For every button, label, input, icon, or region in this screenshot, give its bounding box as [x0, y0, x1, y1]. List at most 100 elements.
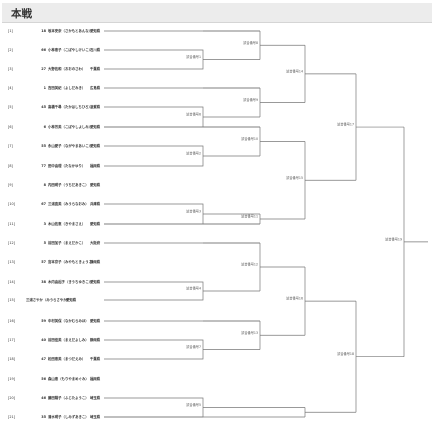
- entry-number: 57: [41, 259, 46, 264]
- entry-team: 愛知県: [90, 221, 101, 226]
- entry-seq: [20]: [8, 395, 15, 400]
- entry-number: 35: [41, 414, 46, 419]
- entry-seq: [11]: [8, 221, 15, 226]
- match-label: 試合番号11: [241, 214, 258, 219]
- entry-team: 愛知県: [90, 182, 101, 187]
- entry-seq: [18]: [8, 356, 15, 361]
- match-label: 試合番号17: [337, 122, 354, 127]
- entry-name: 木山佐恵（きやまさえ）: [48, 221, 86, 226]
- entry-team: 愛知県: [90, 124, 101, 129]
- entry-team: 福岡県: [90, 163, 101, 168]
- entry-number: 55: [41, 143, 46, 148]
- round1-connector: [104, 339, 204, 360]
- entry-seq: [4]: [8, 85, 13, 90]
- entry-seq: [13]: [8, 259, 15, 264]
- entry-seq: [21]: [8, 414, 15, 419]
- entry-number: 3: [43, 221, 46, 226]
- entry-name: 木内由起子（きうちゆきこ）: [48, 279, 93, 284]
- match-label: 試合番号14: [286, 68, 303, 73]
- round1-connector: [104, 397, 204, 418]
- entry-seq: [1]: [8, 28, 13, 33]
- entry-name: 三浦さやか（みうらさやか）: [26, 297, 71, 302]
- match-label: 試合番号7: [186, 344, 201, 349]
- entry-seq: [17]: [8, 337, 15, 342]
- entry-name: 大野佐和（おおのさわ）: [48, 66, 86, 71]
- match-label: 試合番号2: [186, 151, 201, 156]
- entry-name: 坂本安奈（さかもとあんな）: [48, 28, 93, 33]
- entry-number: 66: [41, 47, 46, 52]
- match-label: 試合番号6: [186, 112, 201, 117]
- page-title: 本戦: [11, 8, 32, 20]
- match-label: 試合番号19: [385, 236, 402, 241]
- entry-name: 高橋千尋（たかはしちひろ）: [48, 104, 92, 109]
- entry-team: 福岡県: [90, 376, 101, 381]
- entry-number: 8: [43, 182, 46, 187]
- entry-seq: [16]: [8, 318, 15, 323]
- entry-number: 1: [43, 85, 46, 90]
- entry-name: 清水明子（しみずあきこ）: [48, 414, 89, 419]
- match-label: 試合番号5: [186, 402, 201, 407]
- match-label: 試合番号18: [337, 351, 354, 356]
- entry-seq: [6]: [8, 124, 13, 129]
- entry-number: 47: [41, 356, 46, 361]
- entry-name: 内田明子（うちだあきこ）: [48, 182, 89, 187]
- entry-name: 小林恵子（こばやしけいこ）: [48, 47, 93, 52]
- match-label: 試合番号1: [186, 54, 201, 59]
- entry-name: 中村美保（なかむらみほ）: [48, 318, 89, 323]
- entry-name: 森山恵（もりやまめぐみ）: [48, 376, 89, 381]
- entry-number: 46: [41, 395, 46, 400]
- match-label: 試合番号8: [243, 40, 258, 45]
- entry-name: 松田恵美（まつだえみ）: [48, 356, 86, 361]
- round1-connector: [104, 203, 204, 225]
- match-label: 試合番号15: [286, 175, 303, 180]
- round1-connector: [104, 281, 204, 301]
- entry-team: 千葉県: [90, 356, 101, 361]
- match-label: 試合番号13: [241, 330, 258, 335]
- match-label: 試合番号16: [286, 296, 303, 301]
- entry-seq: [14]: [8, 279, 15, 284]
- entry-number: 18: [41, 28, 46, 33]
- entry-number: 38: [41, 279, 46, 284]
- entry-number: 5: [43, 240, 46, 245]
- entry-team: 大阪府: [90, 240, 101, 245]
- entry-number: 59: [41, 318, 46, 323]
- entry-number: 77: [41, 163, 46, 168]
- entry-seq: [15]: [8, 297, 15, 302]
- match-label: 試合番号3: [186, 209, 201, 214]
- entry-number: 56: [41, 376, 46, 381]
- entry-number: 67: [41, 201, 46, 206]
- entry-team: 石川県: [90, 47, 101, 52]
- match-label: 試合番号9: [243, 97, 258, 102]
- entry-team: 千葉県: [90, 66, 101, 71]
- entry-team: 静岡県: [90, 259, 101, 264]
- entry-number: 6: [43, 124, 46, 129]
- entry-seq: [9]: [8, 182, 13, 187]
- round1-connector: [104, 49, 204, 70]
- entry-seq: [3]: [8, 66, 13, 71]
- entry-team: 愛知県: [90, 143, 101, 148]
- entry-team: 広島県: [90, 85, 101, 90]
- entry-seq: [2]: [8, 47, 13, 52]
- entry-name: 永山愛子（ながやまあいこ）: [48, 143, 93, 148]
- entry-name: 田中由理（たなかゆり）: [48, 163, 86, 168]
- entry-name: 宮本京子（みやもときょうこ）: [48, 259, 96, 264]
- entry-team: 愛知県: [90, 279, 101, 284]
- match-label: 試合番号12: [241, 262, 258, 267]
- entry-number: 45: [41, 104, 46, 109]
- entry-name: 小林芳美（こばやしよしみ）: [48, 124, 93, 129]
- entry-name: 三浦直美（みうらなおみ）: [48, 201, 89, 206]
- page-header: 本戦: [2, 3, 432, 23]
- entry-seq: [12]: [8, 240, 15, 245]
- entry-team: 滋賀県: [90, 104, 101, 109]
- entry-seq: [5]: [8, 104, 13, 109]
- entry-number: 40: [41, 337, 46, 342]
- entry-name: 藤田陽子（ふじたようこ）: [48, 395, 89, 400]
- round1-connector: [104, 145, 204, 167]
- entry-seq: [19]: [8, 376, 15, 381]
- match-label: 試合番号10: [241, 136, 258, 141]
- entry-name: 吉田美紀（よしだみき）: [48, 85, 86, 90]
- entry-team: 静岡県: [90, 337, 101, 342]
- entry-seq: [8]: [8, 163, 13, 168]
- entry-number: 27: [41, 66, 46, 71]
